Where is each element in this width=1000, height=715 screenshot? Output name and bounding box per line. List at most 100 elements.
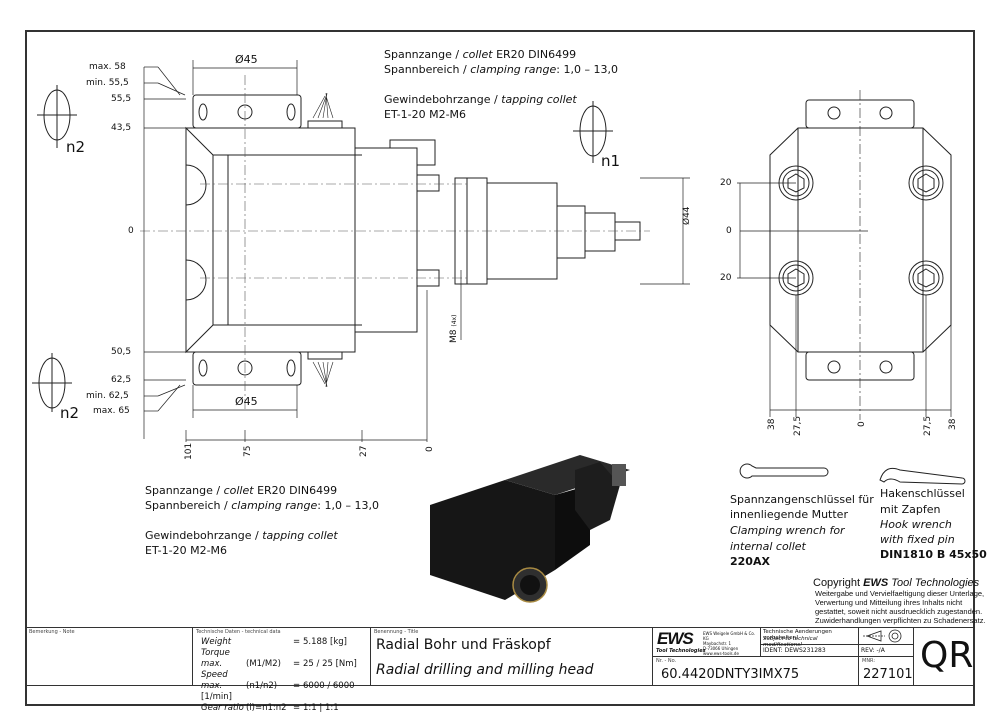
copyright-line: Verwertung und Mitteilung ihres Inhalts … (815, 598, 963, 607)
copyright-line: Zuwiderhandlungen verpflichten zu Schade… (815, 616, 986, 625)
accessory-name-de: innenliegende Mutter (730, 508, 848, 521)
changes-cell: Technische Aenderungen vorbehalten! Subj… (761, 628, 859, 648)
note-caption: Bemerkung - Note (29, 629, 75, 635)
copyright-line: Weitergabe und Vervielfaeltigung dieser … (815, 589, 985, 598)
dim-x-75: 75 (243, 445, 253, 457)
accessory-name-de: mit Zapfen (880, 503, 941, 516)
dim-max-58: max. 58 (89, 62, 126, 72)
tech-value: 25 / 25 [Nm] (303, 659, 357, 669)
address-line: D-73066 Uhingen (703, 646, 739, 651)
front-view (737, 90, 952, 420)
ident-cell: IDENT: DEWS231283 (761, 645, 859, 657)
changes-german: Technische Aenderungen vorbehalten! (763, 629, 832, 641)
mnr-caption: MNR: (862, 658, 876, 664)
note-text: collet (223, 484, 254, 497)
dim-min-55-5: min. 55,5 (86, 78, 129, 88)
dim-front-y-0: 0 (726, 226, 732, 236)
tech-param: (i)=n1:n2 (246, 703, 287, 713)
tech-caption: Technische Daten - technical data (196, 629, 281, 635)
rotation-label-n2-top: n2 (66, 138, 86, 156)
isometric-render (430, 455, 630, 603)
note-text: ET-1-20 M2-M6 (145, 544, 228, 557)
note-text: Spannzange / (145, 484, 224, 497)
title-cell: Benennung - Title Radial Bohr und Fräsko… (371, 628, 653, 686)
tech-param: (n1/n2) (246, 681, 278, 691)
note-text: ET-1-20 M2-M6 (384, 108, 467, 121)
copyright-brand: EWS (863, 577, 889, 589)
tech-eq: = (293, 659, 301, 669)
tech-label: Gear ratio (201, 703, 244, 713)
rotation-label-n2-bottom: n2 (60, 404, 80, 422)
note-text: ER20 DIN6499 (492, 48, 577, 61)
dim-x-101: 101 (184, 442, 194, 460)
dim-min-62-5: min. 62,5 (86, 391, 129, 401)
ews-logo-subtitle: Tool Technologies (656, 648, 706, 654)
dim-front-x-38-left: 38 (767, 418, 777, 430)
note-text: clamping range (231, 499, 318, 512)
dim-62-5: 62,5 (111, 375, 132, 385)
ews-logo: EWS (657, 629, 694, 648)
side-view (32, 60, 690, 442)
changes-english: Subject to technical modifications! (763, 636, 818, 648)
tech-label: Weight (201, 637, 232, 647)
dim-diameter-44: Ø44 (682, 206, 692, 225)
mnr-value: 227101 (863, 667, 913, 682)
note-text: Spannzange / (384, 48, 463, 61)
title-german: Radial Bohr und Fräskopf (376, 637, 551, 653)
tech-label: Torque max. (201, 648, 230, 669)
tech-row: Gear ratio(i)=n1:n2=1:1 | 1:1 (201, 703, 370, 714)
accessory-name-en: Clamping wrench for (730, 524, 845, 537)
tech-param: (M1/M2) (246, 659, 281, 669)
note-text: : 1,0 – 13,0 (556, 63, 618, 76)
title-english: Radial drilling and milling head (376, 662, 594, 678)
note-text: collet (462, 48, 493, 61)
tech-eq: = (293, 703, 301, 713)
qr-label: QR (920, 635, 974, 676)
dim-front-x-0: 0 (857, 421, 867, 427)
copyright-prefix: Copyright (813, 577, 864, 589)
rev-cell: REV: -/A (859, 645, 914, 657)
tech-value: 5.188 [kg] (303, 637, 347, 647)
number-cell: Nr. - No. 60.4420DNTY3IMX75 (653, 657, 859, 686)
number-caption: Nr. - No. (656, 658, 677, 664)
drawing-number: 60.4420DNTY3IMX75 (661, 667, 800, 682)
tech-row: Weight =5.188 [kg] (201, 637, 370, 648)
qr-cell: QR (914, 628, 974, 686)
thread-count: (4x) (451, 314, 458, 327)
copyright-suffix: Tool Technologies (888, 577, 980, 589)
dim-43-5: 43,5 (111, 123, 132, 133)
note-text: clamping range (470, 63, 557, 76)
dim-front-y-20-bottom: 20 (720, 273, 732, 283)
accessory-name-en: with fixed pin (880, 533, 955, 546)
tech-eq: = (293, 637, 301, 647)
accessory-name-en: internal collet (730, 540, 806, 553)
rev-value: REV: -/A (861, 647, 885, 654)
address-line: Maybachstr. 1 (703, 641, 732, 646)
ident-value: IDENT: DEWS231283 (763, 647, 826, 654)
tech-row: Torque max. (M1/M2) =25 / 25 [Nm] (201, 648, 370, 670)
note-text: Gewindebohrzange / (384, 93, 502, 106)
accessory-code: 220AX (730, 555, 770, 568)
accessory-name-de: Spannzangenschlüssel für (730, 493, 874, 506)
tech-label: Speed max. (201, 670, 228, 691)
dim-front-y-20-top: 20 (720, 178, 732, 188)
accessory-name-de: Hakenschlüssel (880, 487, 965, 500)
note-text: tapping collet (501, 93, 577, 106)
dim-front-x-27-5-right: 27,5 (923, 415, 933, 436)
dim-front-x-27-5-left: 27,5 (793, 415, 803, 436)
note-text: : 1,0 – 13,0 (317, 499, 379, 512)
dim-thread-m8: M8 (4x) (447, 315, 462, 343)
dim-diameter-45-top: Ø45 (235, 53, 258, 66)
accessory-name-en: Hook wrench (880, 518, 952, 531)
note-text: Spannbereich / (384, 63, 471, 76)
note-text: Spannbereich / (145, 499, 232, 512)
dim-diameter-45-bottom: Ø45 (235, 395, 258, 408)
projection-symbol-icon (863, 629, 902, 643)
dim-x-0: 0 (425, 446, 435, 452)
dim-front-x-38-right: 38 (948, 418, 958, 430)
accessory-code: DIN1810 B 45x50 (880, 548, 987, 561)
mnr-cell: MNR: 227101 (859, 657, 914, 686)
tech-eq: = (293, 681, 301, 691)
tech-data-cell: Technische Daten - technical data Weight… (193, 628, 371, 713)
note-cell: Bemerkung - Note (26, 628, 193, 686)
